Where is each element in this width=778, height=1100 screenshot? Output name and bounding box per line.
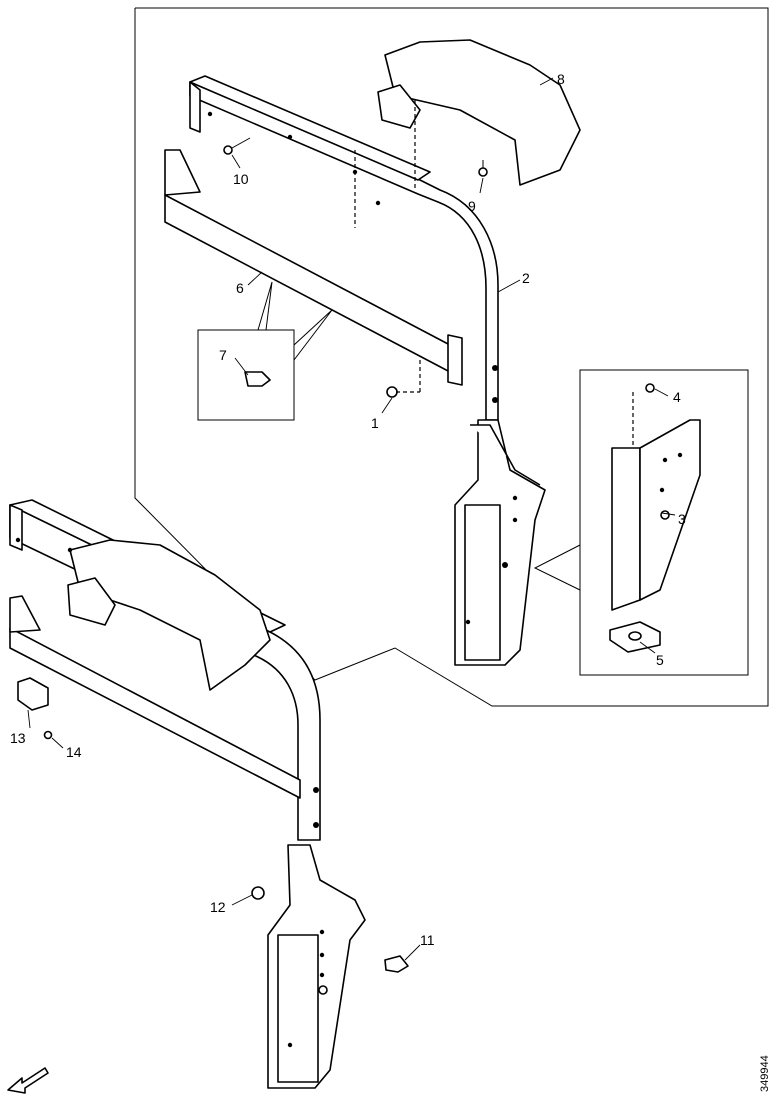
callout-1: 1	[371, 415, 379, 431]
callout-7: 7	[219, 347, 227, 363]
lower-bracket	[69, 539, 271, 691]
callout-4: 4	[673, 389, 681, 405]
upper-lower-rail-part-6	[164, 194, 451, 373]
inset-frame-part-3	[579, 369, 749, 676]
orientation-arrow-icon	[7, 1067, 49, 1094]
upper-assembly	[164, 39, 581, 666]
document-number: 349944	[759, 1055, 771, 1092]
callout-9: 9	[468, 198, 476, 214]
callout-5: 5	[656, 652, 664, 668]
callout-12: 12	[210, 899, 226, 915]
lower-top-rail	[9, 504, 321, 841]
callout-14: 14	[66, 744, 82, 760]
callout-3: 3	[678, 511, 686, 527]
leader-lines	[27, 77, 676, 961]
inset-part-7	[244, 371, 271, 387]
callout-11: 11	[420, 932, 435, 948]
callout-6: 6	[236, 280, 244, 296]
inset-pointer-7	[257, 281, 273, 331]
callout-13: 13	[10, 730, 26, 746]
inset-part-3	[609, 383, 701, 653]
callout-2: 2	[522, 270, 530, 286]
detail-frame	[134, 7, 769, 707]
callout-10: 10	[233, 171, 249, 187]
inset-frame-part-7	[197, 329, 295, 421]
callout-8: 8	[557, 71, 565, 87]
lower-assembly	[9, 499, 409, 1089]
lower-lower-rail	[9, 627, 301, 799]
inset-pointer	[533, 544, 581, 591]
upper-bracket-part-8	[384, 39, 581, 186]
